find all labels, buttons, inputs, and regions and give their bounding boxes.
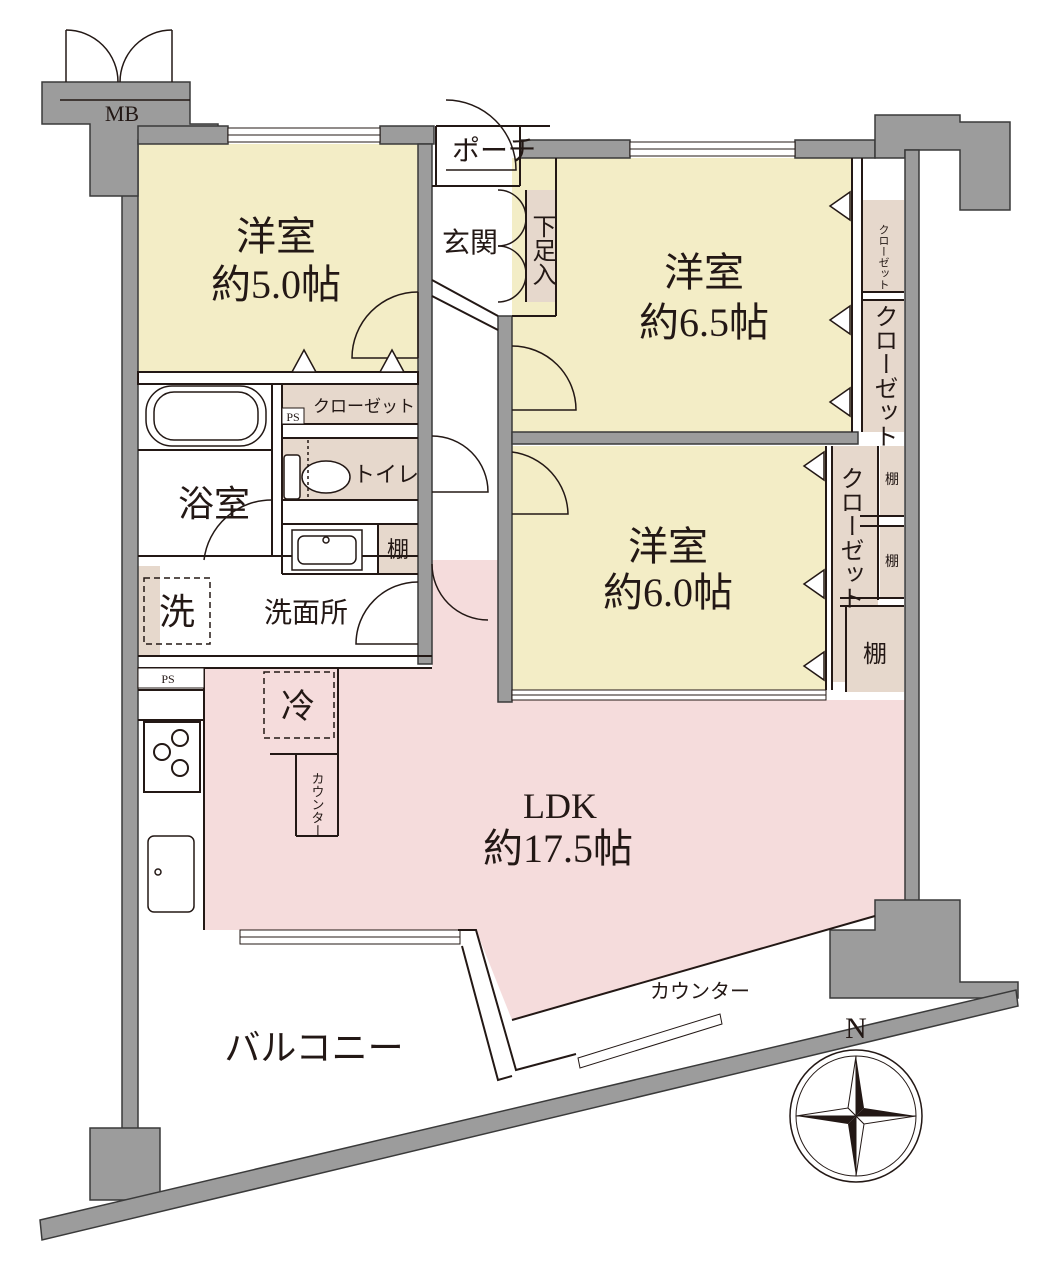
shelf-2-label: 棚	[885, 472, 899, 488]
western-room-1-size: 約5.0帖	[211, 262, 341, 307]
shelf4-fill	[846, 606, 904, 692]
shelf-1-label: 棚	[387, 537, 409, 562]
closet-door-markers	[290, 190, 851, 682]
ps-label-2: PS	[161, 672, 174, 686]
shelf1-fill	[378, 524, 418, 574]
fixtures	[145, 385, 363, 913]
stove	[143, 721, 201, 793]
ps-box-2	[137, 667, 205, 689]
exterior-walls	[39, 81, 1019, 1241]
closet-w2-fill	[862, 300, 904, 432]
north-label: N	[845, 1012, 867, 1045]
shoe-storage-fill	[526, 190, 556, 302]
counter-kitchen-label: カウンター	[310, 772, 325, 837]
windows	[227, 127, 827, 1069]
ps-box-1	[281, 407, 305, 425]
bath-label: 浴室	[178, 484, 250, 524]
balcony-label: バルコニー	[224, 1028, 403, 1068]
door-swings	[60, 29, 577, 645]
western-room-2-name: 洋室	[664, 250, 744, 295]
closet-small-fill	[862, 200, 904, 292]
western-room-3-name: 洋室	[628, 524, 708, 569]
toilet-bowl	[301, 460, 351, 494]
shoe-storage-label: 下足入	[528, 214, 556, 286]
shelf3-fill	[880, 526, 904, 598]
kitchen-sink	[147, 835, 195, 913]
western-room-1-name: 洋室	[236, 214, 316, 259]
compass	[789, 1049, 923, 1183]
closet-hall-label: クローゼット	[313, 397, 415, 416]
western-room-2-floor	[512, 158, 852, 432]
washroom-label: 洗面所	[264, 597, 348, 629]
closet-w2-label: クローゼット	[870, 304, 897, 448]
washer-box	[143, 577, 211, 645]
closet-w3-label: クローゼット	[836, 466, 863, 610]
shelf2-fill	[880, 446, 904, 516]
fridge-label: 冷	[281, 688, 315, 726]
mb-label: MB	[105, 101, 139, 126]
western-room-2-size: 約6.5帖	[639, 300, 769, 345]
western-room-3-size: 約6.0帖	[603, 570, 733, 615]
balcony-floor	[138, 946, 512, 1190]
shelf-3-label: 棚	[885, 554, 899, 570]
fridge-box	[263, 671, 335, 739]
ps-label-1: PS	[286, 410, 299, 424]
entrance-label: 玄関	[442, 227, 498, 259]
western-room-1-floor	[138, 144, 418, 372]
shelf-4-label: 棚	[863, 641, 887, 668]
ldk-name: LDK	[523, 786, 597, 826]
ldk-size: 約17.5帖	[483, 826, 633, 871]
washer-area-fill	[138, 566, 160, 656]
closet-hall-fill	[282, 384, 418, 424]
toilet-label: トイレ	[353, 462, 419, 487]
porch-label: ポーチ	[452, 135, 536, 167]
counter-window-label: カウンター	[650, 980, 750, 1003]
western-room-3-floor	[512, 446, 826, 690]
closet-small-label: クローゼット	[877, 224, 890, 290]
washer-label: 洗	[159, 592, 195, 632]
ldk-floor	[204, 560, 905, 1020]
